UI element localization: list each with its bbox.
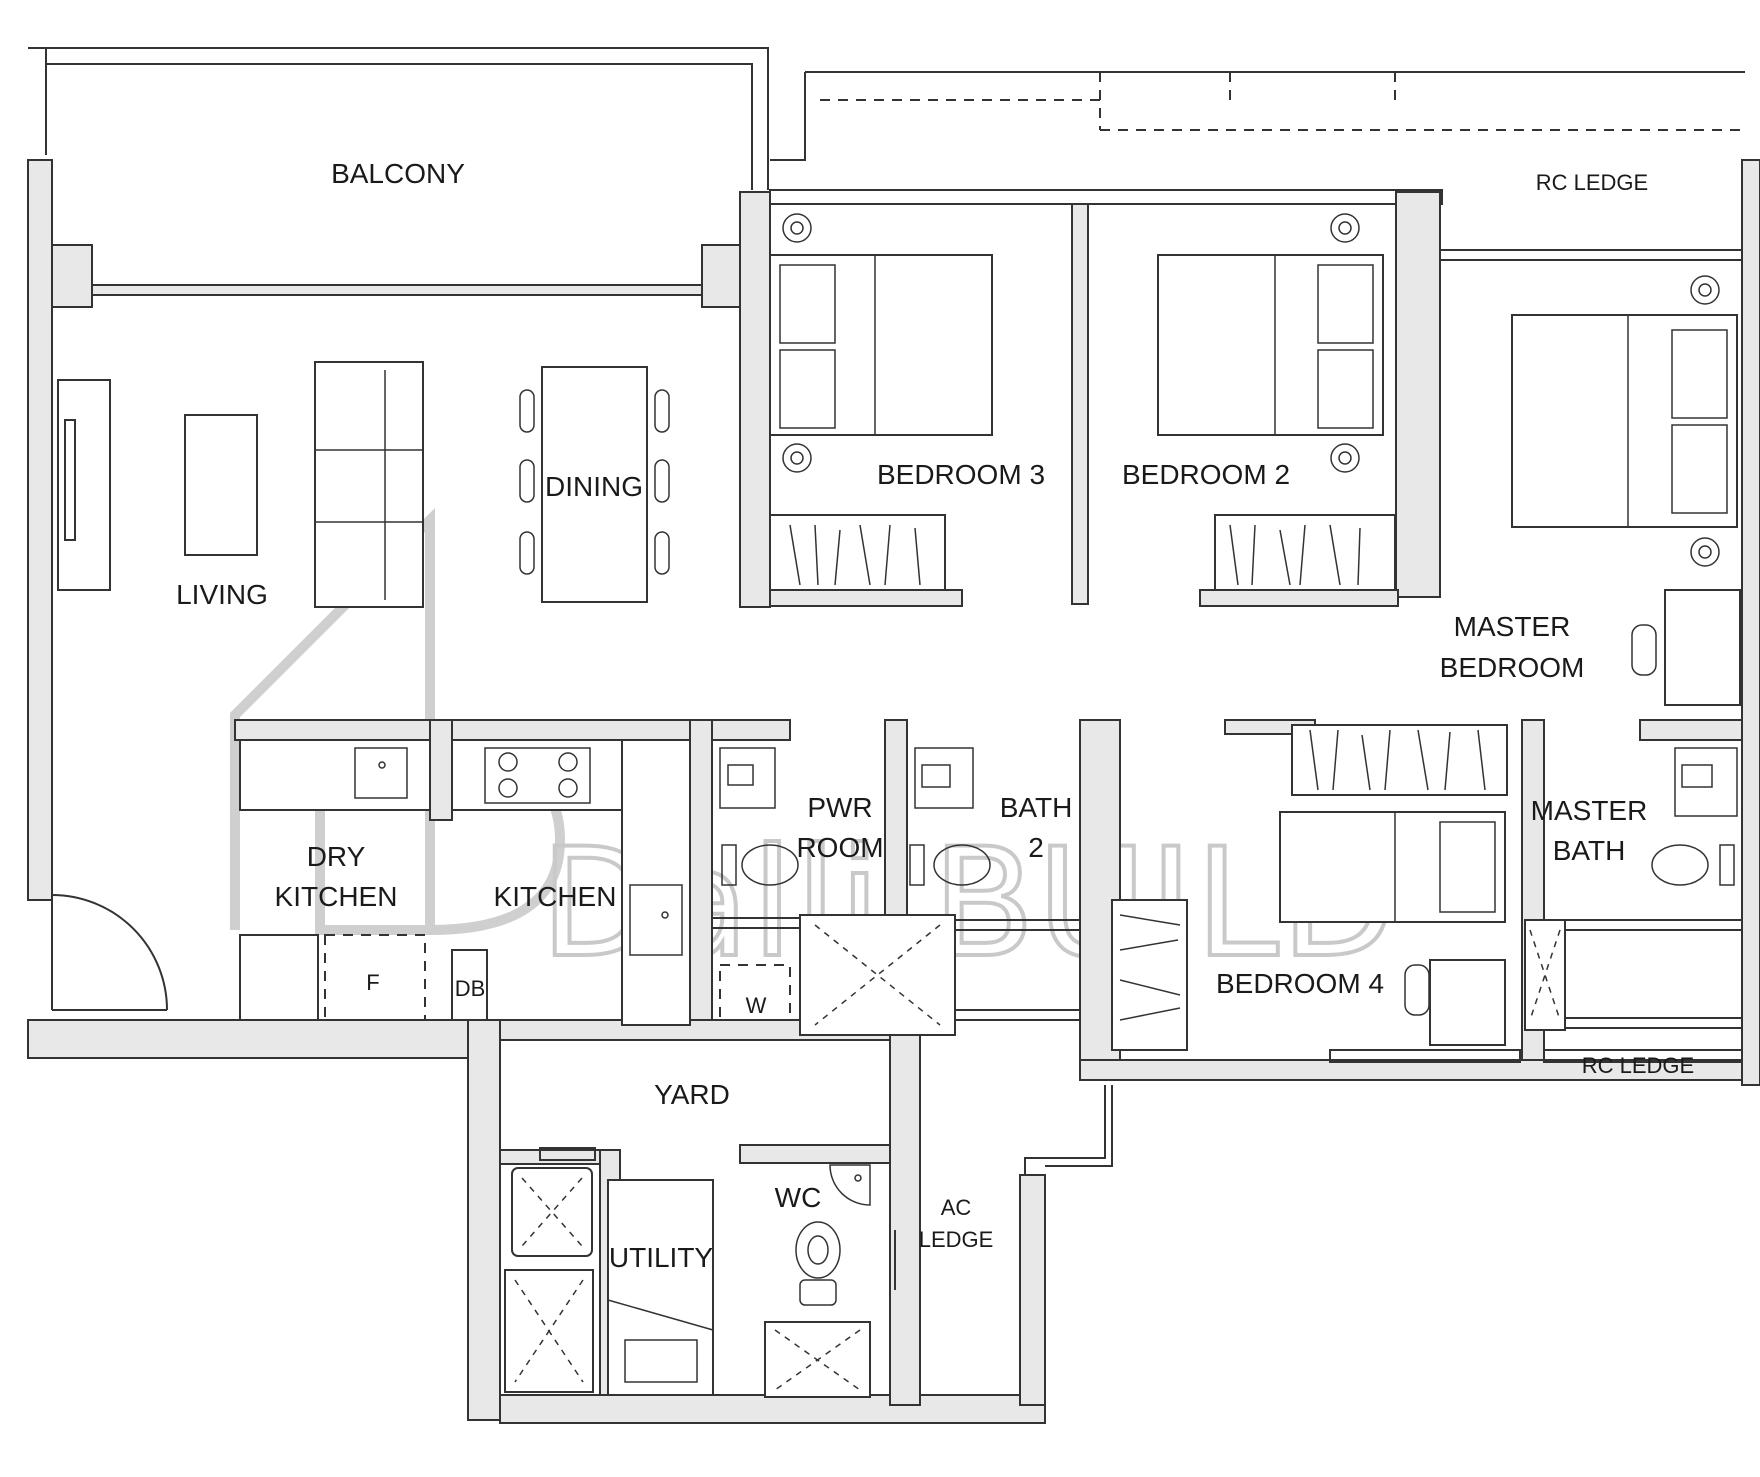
label-rc-ledge-bottom: RC LEDGE [1582,1053,1694,1078]
label-pwr-room-1: PWR [807,792,872,823]
label-rc-ledge-top: RC LEDGE [1536,170,1648,195]
label-dry-kitchen-1: DRY [307,841,366,872]
ac-ledge-outline [894,1085,1113,1290]
bedroom4-furniture [1111,811,1506,1051]
wc-fixtures [764,1164,871,1398]
pwr-room-fixtures [711,747,813,1021]
label-bedroom4: BEDROOM 4 [1216,968,1384,999]
label-ac-ledge-2: LEDGE [919,1227,994,1252]
living-furniture [57,361,424,608]
label-master-bedroom-1: MASTER [1454,611,1571,642]
label-bedroom2: BEDROOM 2 [1122,459,1290,490]
master-bath-fixtures [1524,747,1743,1031]
label-wc: WC [775,1182,822,1213]
master-bedroom-furniture [1291,275,1741,796]
bedroom3-furniture [769,213,993,591]
label-bedroom3: BEDROOM 3 [877,459,1045,490]
label-ac-ledge-1: AC [941,1195,972,1220]
label-fridge: F [366,970,379,995]
label-master-bath-2: BATH [1553,835,1626,866]
label-pwr-room-2: ROOM [796,832,883,863]
shower-stall [799,914,956,1036]
dining-table [519,366,670,603]
label-balcony: BALCONY [331,158,465,189]
label-yard: YARD [654,1079,730,1110]
bedroom2-furniture [1157,213,1396,591]
label-living: LIVING [176,579,268,610]
label-kitchen: KITCHEN [494,881,617,912]
label-dining: DINING [545,471,643,502]
label-washer: W [746,993,767,1018]
kitchen-furniture [239,739,691,1026]
label-utility: UTILITY [609,1242,714,1273]
entrance-door [51,894,168,1011]
label-bath2-1: BATH [1000,792,1073,823]
label-db: DB [455,976,486,1001]
room-labels: BALCONY RC LEDGE BEDROOM 3 BEDROOM 2 DIN… [176,158,1694,1273]
yard-utility-fixtures [504,1147,714,1396]
label-master-bath-1: MASTER [1531,795,1648,826]
bath2-fixtures [909,747,1081,1021]
label-dry-kitchen-2: KITCHEN [275,881,398,912]
label-bath2-2: 2 [1028,832,1044,863]
walls [27,47,1760,1424]
label-master-bedroom-2: BEDROOM [1440,652,1585,683]
